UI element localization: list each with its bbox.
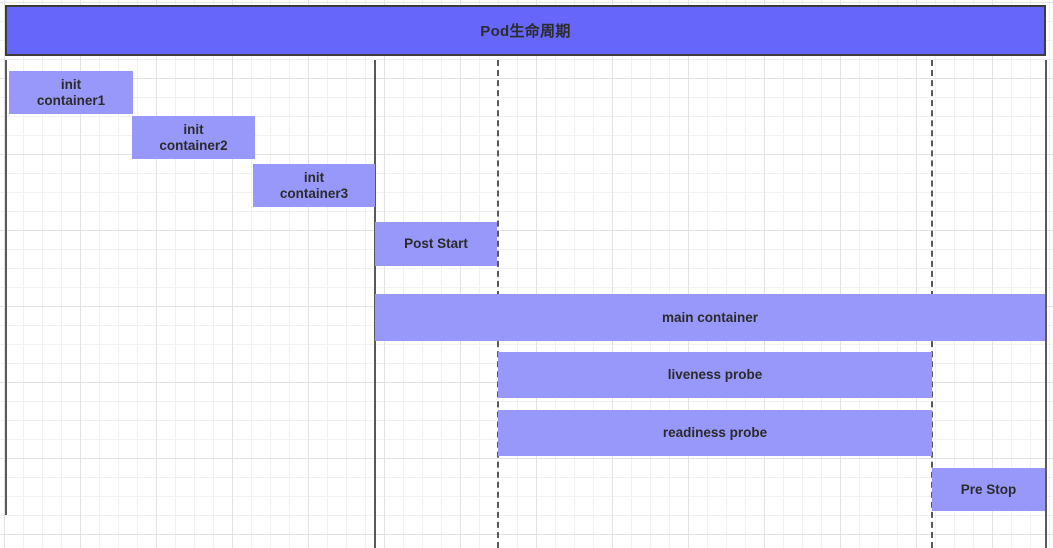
bar-pre-stop: Pre Stop: [932, 468, 1045, 511]
bar-label: Pre Stop: [960, 481, 1017, 497]
bar-label: init container1: [36, 76, 106, 108]
page-title: Pod生命周期: [480, 23, 571, 40]
bar-init-container3: init container3: [253, 164, 375, 207]
end-line: [1045, 60, 1047, 548]
bar-post-start: Post Start: [375, 222, 497, 266]
bar-label: readiness probe: [662, 425, 768, 441]
bar-label: init container3: [279, 169, 349, 201]
left-border-line: [5, 60, 7, 515]
bar-init-container2: init container2: [132, 116, 255, 159]
bar-init-container1: init container1: [9, 71, 133, 114]
bar-label: init container2: [159, 121, 228, 153]
bar-label: main container: [661, 309, 759, 325]
bar-main-container: main container: [375, 294, 1045, 341]
bar-label: liveness probe: [667, 367, 763, 383]
diagram-title-bar: Pod生命周期: [5, 5, 1046, 56]
bar-label: Post Start: [404, 236, 468, 252]
bar-readiness-probe: readiness probe: [498, 410, 932, 456]
bar-liveness-probe: liveness probe: [498, 352, 932, 398]
